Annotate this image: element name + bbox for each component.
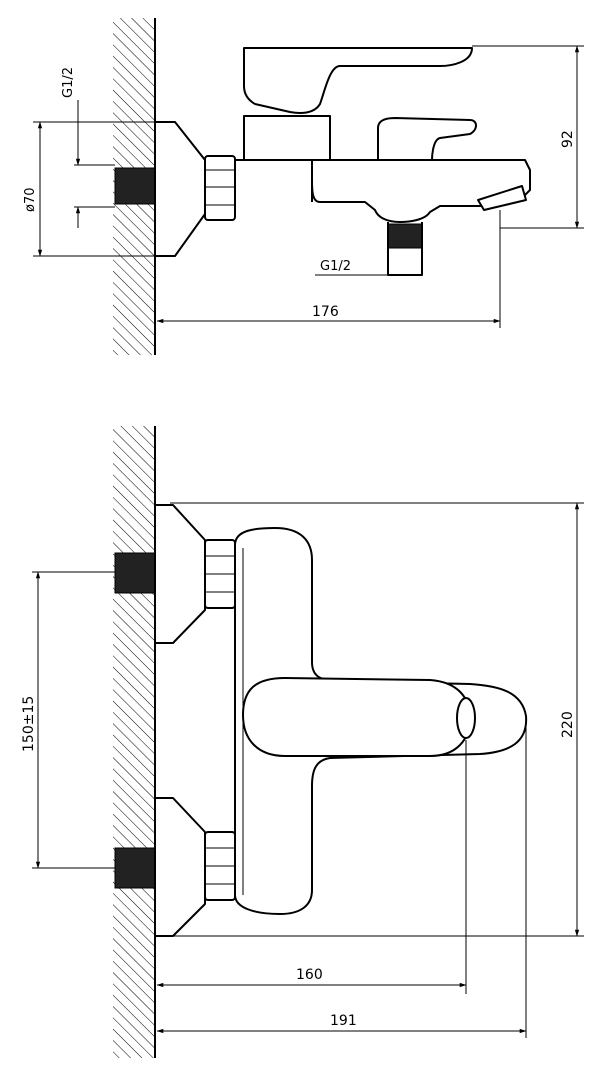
lever-handle-top <box>243 47 473 114</box>
flange-diameter-label: ø70 <box>23 188 38 213</box>
diverter-knob-front <box>456 697 476 739</box>
wall-flange-top <box>154 121 206 257</box>
inlet-pipe-front-upper <box>114 552 156 594</box>
front-view: 150±15 220 160 191 <box>21 426 584 1058</box>
mixer-body-top <box>235 159 531 223</box>
top-view: G1/2 ø70 G1/2 92 176 <box>23 18 584 355</box>
outlet-thread-label: G1/2 <box>320 259 351 274</box>
inlet-spacing-label: 150±15 <box>21 696 37 752</box>
inlet-pipe-top <box>114 167 156 205</box>
hex-nut-top <box>204 155 236 221</box>
wall-flange-front-lower <box>154 797 206 937</box>
cartridge-collar-top <box>243 115 331 161</box>
inlet-thread-label: G1/2 <box>61 67 76 98</box>
height-label-front: 220 <box>560 711 576 738</box>
height-label-top: 92 <box>560 130 576 148</box>
hex-nut-front-lower <box>204 831 236 901</box>
wall-flange-front-upper <box>154 504 206 644</box>
depth-label-top: 176 <box>312 304 339 320</box>
wall-section-top <box>113 18 156 355</box>
inlet-pipe-front-lower <box>114 847 156 889</box>
diverter-knob-top <box>377 117 477 161</box>
hex-nut-front-upper <box>204 539 236 609</box>
spout-tip-top <box>477 185 527 211</box>
width-label-160: 160 <box>296 967 323 983</box>
lever-handle-front <box>242 677 471 757</box>
wall-section-front <box>113 426 156 1058</box>
outlet-pipe-top <box>387 223 423 249</box>
width-label-191: 191 <box>330 1013 357 1029</box>
